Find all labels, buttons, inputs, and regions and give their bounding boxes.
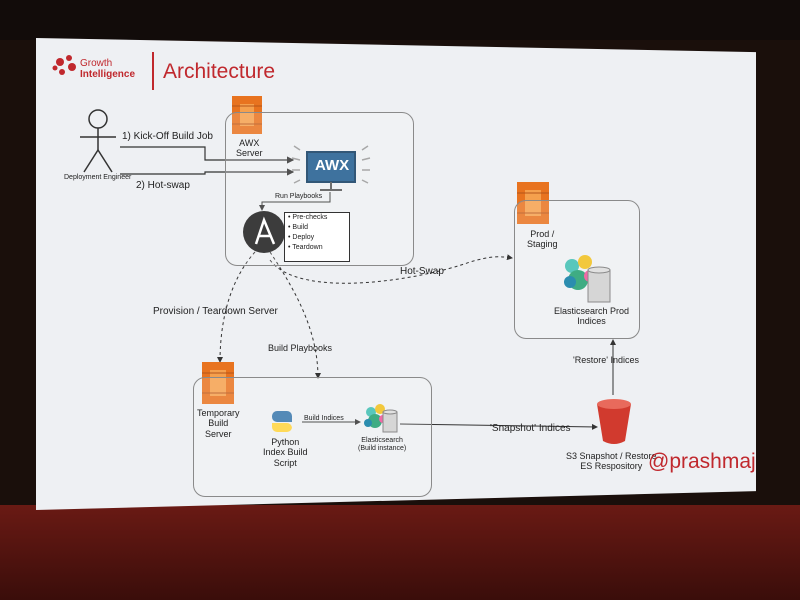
temp-build-server-label: Temporary Build Server [197,408,240,439]
kickoff-label: 1) Kick-Off Build Job [122,131,213,142]
room-floor [0,505,800,600]
provision-label: Provision / Teardown Server [153,306,278,317]
hotswap-step-edge [120,168,295,176]
playbook-step: • Pre-checks [288,214,328,221]
playbook-step: • Build [288,224,308,231]
es-build-label: Elasticsearch (Build instance) [358,437,407,453]
header-divider [152,52,154,90]
elasticsearch-prod-icon [564,255,611,303]
kickoff-edge [120,146,295,164]
awx-logo-text: AWX [315,157,350,174]
run-playbooks-label: Run Playbooks [275,193,323,200]
build-playbooks-label: Build Playbooks [268,343,333,353]
awx-logo-icon [291,145,371,191]
aws-ec2-icon-awx [232,96,262,134]
build-playbooks-edge [269,251,321,379]
twitter-handle: @prashmaj [648,450,756,473]
brand-name-line2: Intelligence [80,69,136,80]
stick-figure-icon [80,109,116,173]
hotswap-label: Hot-Swap [400,266,444,277]
python-logo-icon [272,411,292,432]
build-indices-label: Build Indices [304,415,344,422]
python-script-label: Python Index Build Script [263,437,308,468]
awx-server-box [225,112,414,266]
ansible-logo-icon [243,211,285,253]
snapshot-label: 'Snapshot' Indices [490,423,571,434]
prod-staging-label: Prod / Staging [527,229,558,250]
s3-bucket-icon [597,399,631,444]
engineer-label: Deployment Engineer [64,174,132,181]
es-prod-label: Elasticsearch Prod Indices [554,306,630,327]
restore-label: 'Restore' Indices [573,355,639,365]
provision-edge [217,251,256,363]
snapshot-edge [399,423,598,430]
slide-title: Architecture [163,60,276,83]
run-playbooks-edge [259,192,331,211]
playbook-steps-list: • Pre-checks • Build • Deploy • Teardown [284,212,350,262]
aws-ec2-icon-temp [202,362,234,404]
elasticsearch-build-icon [364,404,398,433]
hotswap-step-label: 2) Hot-swap [136,180,190,191]
awx-server-label: AWX Server [236,138,263,159]
brand-logo-icon [52,55,76,75]
brand-name-line1: Growth [80,58,113,69]
s3-label: S3 Snapshot / Restore ES Respository [566,451,657,472]
room-ceiling [0,0,800,40]
hotswap-edge [269,254,513,284]
prod-staging-box [514,200,640,339]
playbook-step: • Teardown [288,244,323,251]
playbook-step: • Deploy [288,234,315,241]
temp-build-server-box [193,377,432,497]
